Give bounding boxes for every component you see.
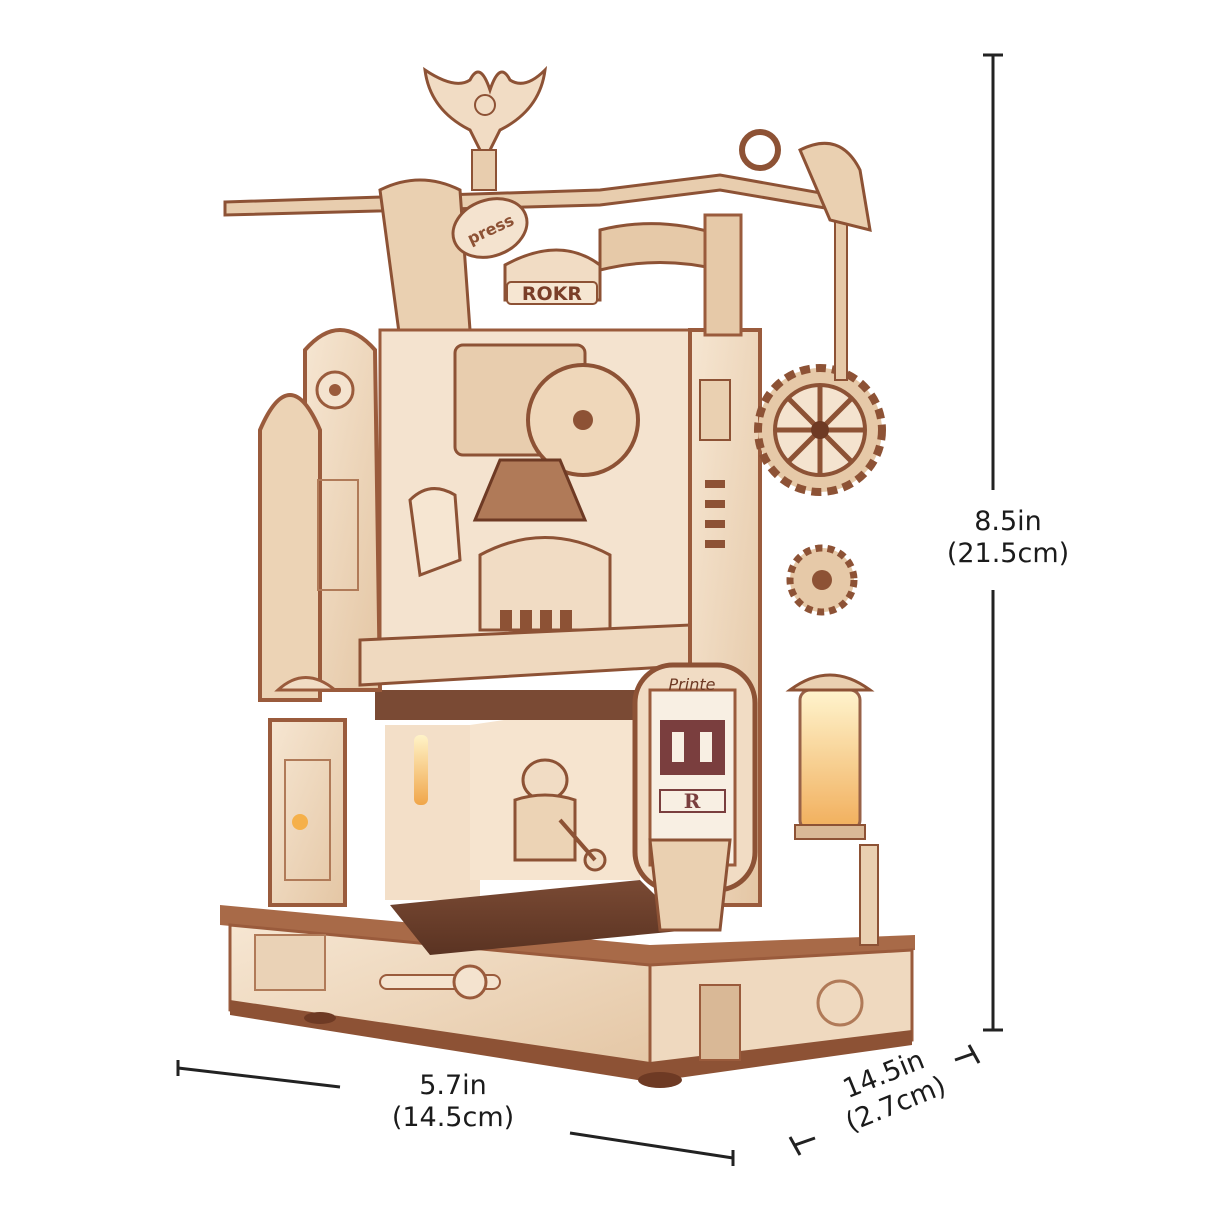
width-label: 5.7in (14.5cm)	[368, 1070, 538, 1134]
press-body	[358, 328, 702, 687]
height-label: 8.5in (21.5cm)	[918, 506, 1098, 570]
pendulum-arm	[798, 141, 872, 381]
brand-plate-text: ROKR	[522, 283, 583, 305]
eagle-crest	[423, 65, 548, 191]
width-dimension-line	[176, 1060, 735, 1166]
base-platform	[220, 905, 915, 1088]
drum-letter: R	[684, 789, 701, 813]
width-metric: (14.5cm)	[391, 1102, 515, 1133]
width-imperial: 5.7in	[419, 1070, 487, 1101]
depth-dimension-line	[788, 1044, 981, 1156]
lantern	[785, 673, 879, 946]
small-gear	[786, 544, 858, 616]
height-dimension-line	[983, 53, 1003, 1032]
height-imperial: 8.5in	[974, 506, 1042, 537]
ladder	[705, 480, 725, 548]
printing-drum: Printe R	[632, 662, 758, 932]
drum-text: Printe	[669, 675, 716, 694]
large-gear	[754, 364, 886, 496]
height-metric: (21.5cm)	[946, 538, 1070, 569]
upper-frame: press ROKR	[223, 173, 862, 342]
left-tower	[258, 328, 383, 907]
bear-figure	[513, 758, 607, 872]
